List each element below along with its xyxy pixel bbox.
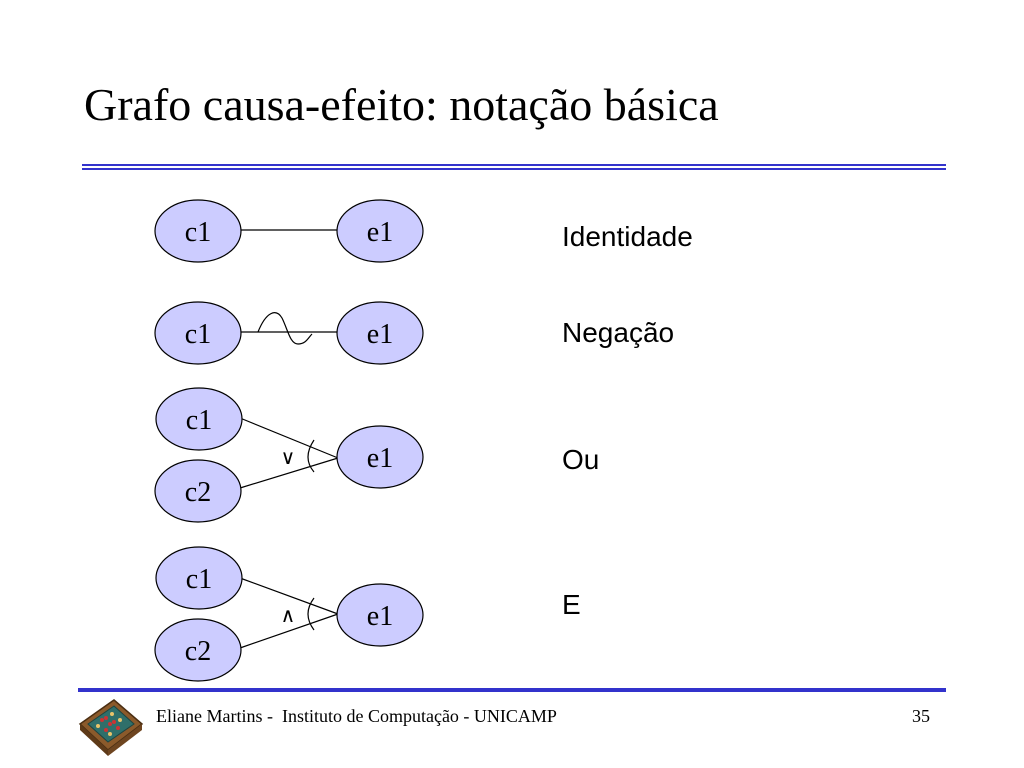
identity-effect-label: e1 (367, 217, 393, 248)
negation-cause-node (154, 301, 242, 365)
identity-graph: c1 e1 (154, 199, 424, 263)
and-edge-1 (239, 577, 339, 615)
identity-effect-node (336, 199, 424, 263)
and-arc (307, 597, 315, 631)
or-edge-2 (239, 457, 339, 489)
abacus-icon (78, 699, 144, 756)
or-arc (307, 439, 315, 473)
or-cause-label-1: c1 (186, 405, 212, 436)
title-divider (82, 164, 946, 166)
or-effect-node (336, 425, 424, 489)
or-cause-label-2: c2 (185, 477, 211, 508)
and-cause-node-1 (155, 546, 243, 610)
identity-label: Identidade (562, 221, 693, 252)
identity-cause-label: c1 (185, 217, 211, 248)
or-edge-1 (239, 417, 339, 459)
and-label: E (562, 589, 581, 620)
page-number: 35 (912, 706, 930, 726)
identity-cause-node (154, 199, 242, 263)
title-divider-secondary (82, 168, 946, 170)
slide-title: Grafo causa-efeito: notação básica (84, 79, 719, 130)
footer-credit: Eliane Martins - Instituto de Computação… (156, 706, 557, 726)
or-cause-node-2 (154, 459, 242, 523)
or-operator-label: ∨ (281, 447, 296, 469)
or-label: Ou (562, 444, 600, 475)
or-graph: ∨ c1 c2 e1 (154, 387, 424, 523)
negation-label: Negação (562, 317, 675, 348)
negation-cause-label: c1 (185, 319, 211, 350)
negation-tilde-icon (257, 312, 313, 345)
and-edge-2 (239, 613, 339, 649)
or-effect-label: e1 (367, 443, 393, 474)
and-cause-label-1: c1 (186, 564, 212, 595)
and-effect-node (336, 583, 424, 647)
or-cause-node-1 (155, 387, 243, 451)
and-cause-node-2 (154, 618, 242, 682)
and-operator-label: ∧ (281, 605, 296, 627)
and-graph: ∧ c1 c2 e1 (154, 546, 424, 682)
and-effect-label: e1 (367, 601, 393, 632)
footer-divider (78, 688, 946, 692)
and-cause-label-2: c2 (185, 636, 211, 667)
negation-graph: c1 e1 (154, 301, 424, 365)
negation-effect-label: e1 (367, 319, 393, 350)
negation-effect-node (336, 301, 424, 365)
